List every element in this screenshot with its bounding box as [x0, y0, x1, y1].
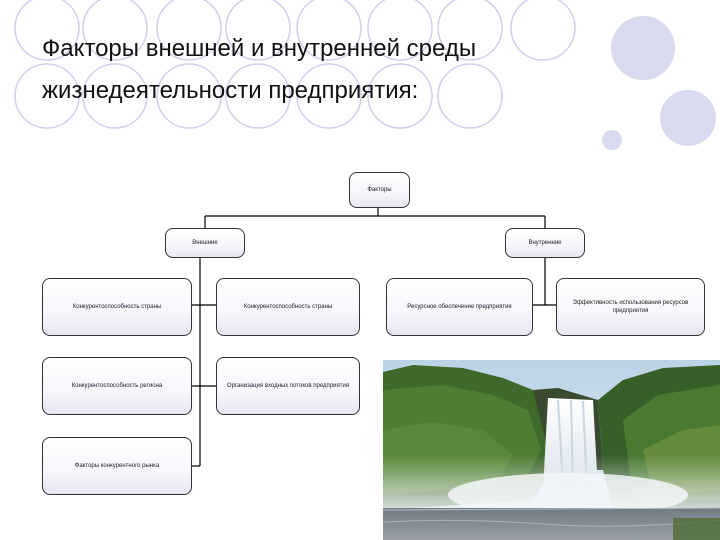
country-competitiveness-sub-box: Конкурентоспособность страны — [216, 278, 360, 336]
country-competitiveness-sub-label: Конкурентоспособность страны — [243, 304, 333, 310]
slide-title-line-2: жизнедеятельности предприятия: — [42, 77, 419, 104]
competitive-market-factors-box: Факторы конкурентного рынка — [42, 437, 192, 495]
resource-provision-box: Ресурсное обеспечение предприятия — [386, 278, 533, 336]
internal-factors-label: Внутренние — [528, 240, 562, 246]
country-competitiveness-label: Конкурентоспособность страны — [72, 304, 162, 310]
region-competitiveness-label: Конкурентоспособность региона — [71, 383, 163, 389]
resource-efficiency-box: Эффективность использования ресурсов пре… — [556, 278, 705, 336]
input-flows-organization-box: Организация входных потоков предприятия — [216, 357, 360, 415]
region-competitiveness-box: Конкурентоспособность региона — [42, 357, 192, 415]
slide-title: Факторы внешней и внутренней среды жизне… — [42, 28, 476, 112]
waterfall-photo — [383, 360, 720, 540]
external-factors-label: Внешние — [192, 240, 218, 246]
resource-efficiency-label: Эффективность использования ресурсов пре… — [572, 300, 689, 314]
factors-root-box: Факторы — [349, 172, 410, 208]
slide-title-line-1: Факторы внешней и внутренней среды — [42, 35, 477, 62]
country-competitiveness-box: Конкурентоспособность страны — [42, 278, 192, 336]
factors-root-label: Факторы — [367, 187, 392, 193]
external-factors-box: Внешние — [165, 228, 245, 258]
input-flows-organization-label: Организация входных потоков предприятия — [226, 383, 350, 389]
internal-factors-box: Внутренние — [505, 228, 585, 258]
resource-provision-label: Ресурсное обеспечение предприятия — [407, 304, 512, 310]
competitive-market-factors-label: Факторы конкурентного рынка — [74, 463, 160, 469]
